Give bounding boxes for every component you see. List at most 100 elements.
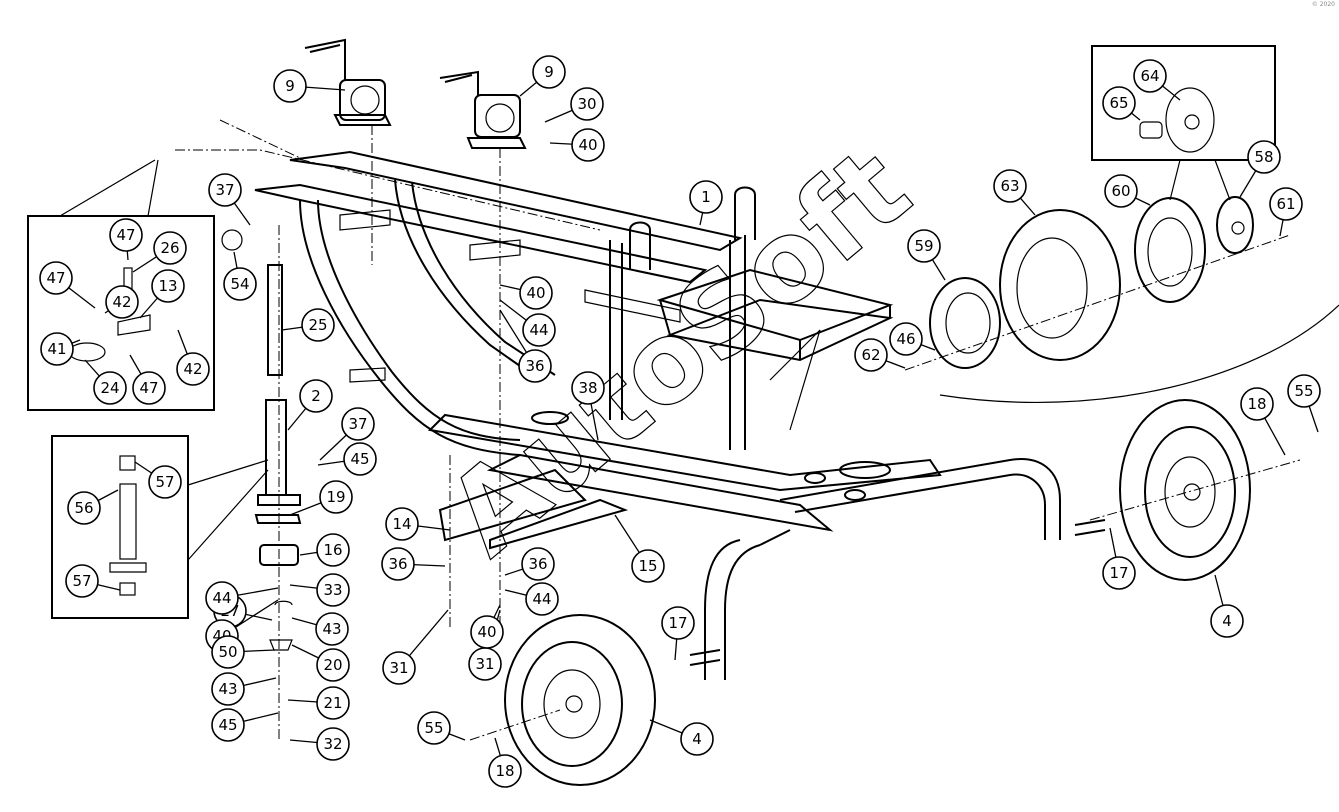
callout-number: 47: [139, 379, 158, 397]
callout-circle: [316, 727, 350, 761]
callout-circle: [211, 635, 245, 669]
callout-number: 20: [323, 656, 342, 674]
callout-20: 20: [316, 648, 350, 682]
callout-circle: [316, 533, 350, 567]
callout-circle: [105, 285, 139, 319]
callout-47: 47: [39, 261, 73, 295]
callout-number: 40: [526, 284, 545, 302]
callout-number: 26: [160, 239, 179, 257]
callout-circle: [39, 261, 73, 295]
callout-circle: [385, 507, 419, 541]
callout-57: 57: [148, 465, 182, 499]
callout-33: 33: [316, 573, 350, 607]
callout-number: 57: [155, 473, 174, 491]
callout-30: 30: [570, 87, 604, 121]
callout-number: 47: [116, 226, 135, 244]
callout-circle: [211, 672, 245, 706]
callout-44: 44: [522, 313, 556, 347]
callout-circle: [417, 711, 451, 745]
callout-circle: [148, 465, 182, 499]
callout-45: 45: [211, 708, 245, 742]
callout-circle: [223, 267, 257, 301]
callout-64: 64: [1133, 59, 1167, 93]
callout-number: 42: [183, 360, 202, 378]
callout-36: 36: [381, 547, 415, 581]
callout-number: 50: [218, 643, 237, 661]
callout-26: 26: [153, 231, 187, 265]
callout-57: 57: [65, 564, 99, 598]
callout-circle: [1287, 374, 1321, 408]
callout-circle: [208, 173, 242, 207]
callout-number: 13: [158, 277, 177, 295]
callout-number: 18: [495, 762, 514, 780]
callout-number: 47: [46, 269, 65, 287]
callout-9: 9: [273, 69, 307, 103]
wheel-right: [1119, 399, 1251, 581]
callout-47: 47: [132, 371, 166, 405]
callout-circle: [854, 338, 888, 372]
callout-circle: [571, 128, 605, 162]
callout-55: 55: [417, 711, 451, 745]
callout-number: 55: [424, 719, 443, 737]
callout-number: 25: [308, 316, 327, 334]
callout-42: 42: [176, 352, 210, 386]
callout-number: 19: [326, 488, 345, 506]
callout-circle: [382, 651, 416, 685]
callout-54: 54: [223, 267, 257, 301]
callout-4: 4: [680, 722, 714, 756]
callout-36: 36: [518, 349, 552, 383]
callout-circle: [151, 269, 185, 303]
detail-box-stand: [51, 435, 269, 619]
callout-number: 18: [1247, 395, 1266, 413]
callout-17: 17: [1102, 556, 1136, 590]
callout-number: 31: [475, 655, 494, 673]
callout-43: 43: [211, 672, 245, 706]
callout-38: 38: [571, 371, 605, 405]
callout-number: 38: [578, 379, 597, 397]
callout-44: 44: [525, 582, 559, 616]
callout-circle: [205, 581, 239, 615]
callout-circle: [532, 55, 566, 89]
callout-circle: [1210, 604, 1244, 638]
callout-number: 63: [1000, 177, 1019, 195]
callout-number: 46: [896, 330, 915, 348]
callout-18: 18: [1240, 387, 1274, 421]
winch-right: [439, 70, 527, 149]
callout-number: 62: [861, 346, 880, 364]
callout-circle: [993, 169, 1027, 203]
callout-number: 45: [218, 716, 237, 734]
callout-number: 9: [285, 77, 295, 95]
callout-41: 41: [40, 332, 74, 366]
callout-circle: [1102, 556, 1136, 590]
callout-17: 17: [661, 606, 695, 640]
callout-circle: [316, 686, 350, 720]
callout-number: 44: [532, 590, 551, 608]
callout-number: 54: [230, 275, 249, 293]
callout-9: 9: [532, 55, 566, 89]
callout-circle: [316, 648, 350, 682]
callout-circle: [470, 615, 504, 649]
callout-circle: [519, 276, 553, 310]
callout-circle: [153, 231, 187, 265]
callout-number: 55: [1294, 382, 1313, 400]
callout-16: 16: [316, 533, 350, 567]
callout-number: 40: [477, 623, 496, 641]
callout-number: 61: [1276, 195, 1295, 213]
callout-50: 50: [211, 635, 245, 669]
callout-36: 36: [521, 547, 555, 581]
callout-circle: [1240, 387, 1274, 421]
callout-62: 62: [854, 338, 888, 372]
callout-circle: [631, 549, 665, 583]
callout-number: 58: [1254, 148, 1273, 166]
callout-number: 16: [323, 541, 342, 559]
callout-40: 40: [519, 276, 553, 310]
callout-circle: [689, 180, 723, 214]
callout-circle: [299, 379, 333, 413]
callout-number: 32: [323, 735, 342, 753]
callout-circle: [132, 371, 166, 405]
callout-circle: [176, 352, 210, 386]
callout-number: 59: [914, 237, 933, 255]
callout-number: 37: [215, 181, 234, 199]
callout-24: 24: [93, 371, 127, 405]
